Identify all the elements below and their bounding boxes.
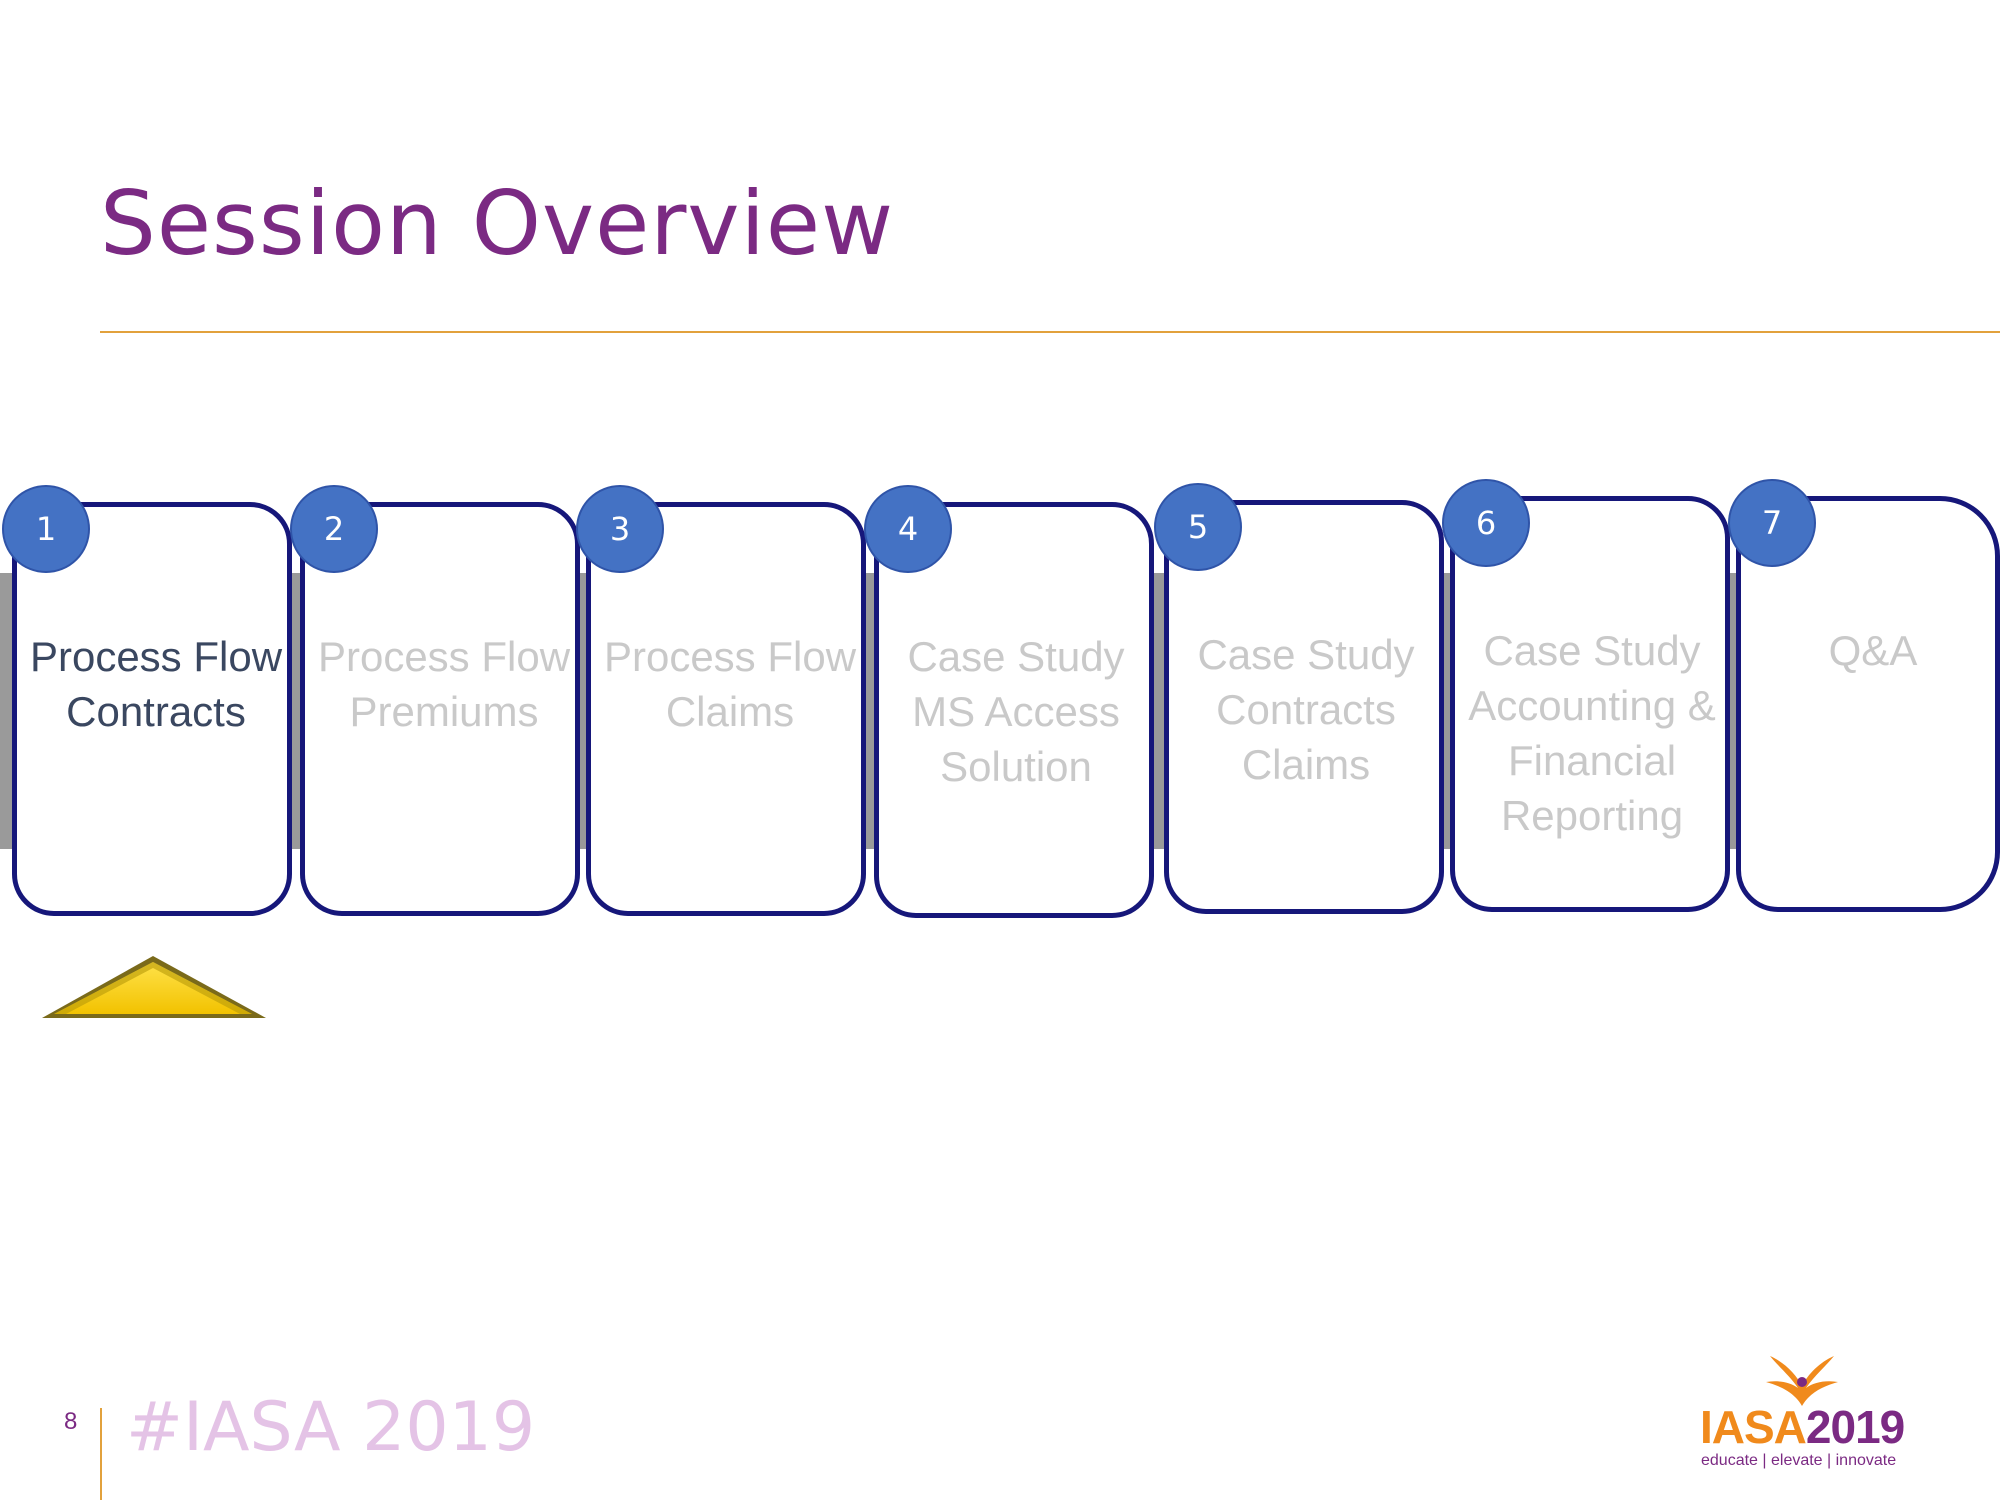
logo-tagline: educate | elevate | innovate (1701, 1452, 1897, 1469)
step-badge-6: 6 (1442, 479, 1530, 567)
logo-wordmark: IASA2019 (1700, 1400, 1905, 1454)
step-box-3[interactable]: Process Flow Claims (586, 502, 866, 916)
logo-year-text: 2019 (1805, 1401, 1905, 1453)
step-label-6: Case Study Accounting & Financial Report… (1468, 627, 1716, 839)
step-label-4: Case Study MS Access Solution (907, 633, 1125, 790)
logo-brand-text: IASA (1700, 1401, 1807, 1453)
slide-title: Session Overview (100, 172, 895, 275)
step-label-3: Process Flow Claims (603, 633, 857, 735)
iasa-logo: IASA2019 educate | elevate | innovate (1690, 1352, 1930, 1472)
step-label-7: Q&A (1828, 627, 1918, 674)
page-number: 8 (64, 1408, 78, 1435)
step-badge-3: 3 (576, 485, 664, 573)
step-badge-5: 5 (1154, 483, 1242, 571)
event-hashtag: #IASA 2019 (126, 1388, 536, 1467)
step-box-4[interactable]: Case Study MS Access Solution (874, 502, 1154, 918)
title-divider (100, 331, 2000, 333)
step-badge-1: 1 (2, 485, 90, 573)
step-box-5[interactable]: Case Study Contracts Claims (1164, 500, 1444, 914)
footer-divider (100, 1408, 102, 1500)
step-label-5: Case Study Contracts Claims (1197, 631, 1415, 788)
step-badge-2: 2 (290, 485, 378, 573)
step-label-1: Process Flow Contracts (29, 633, 283, 735)
step-label-2: Process Flow Premiums (317, 633, 571, 735)
step-badge-7: 7 (1728, 479, 1816, 567)
phoenix-icon (1766, 1356, 1838, 1406)
triangle-pointer-icon (42, 956, 266, 1018)
step-badge-4: 4 (864, 485, 952, 573)
